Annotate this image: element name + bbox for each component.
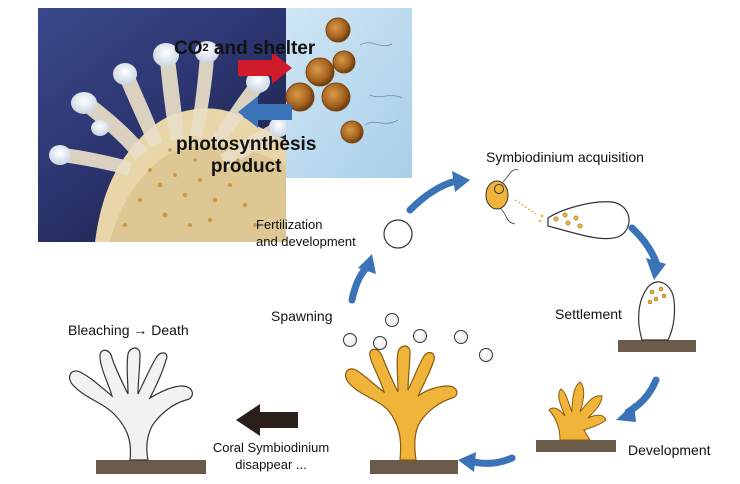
- red-arrow-icon: [238, 52, 292, 84]
- development-label: Development: [628, 442, 711, 458]
- fertilization-label: Fertilization and development: [256, 216, 356, 250]
- bleached-coral-icon: [68, 347, 206, 474]
- fertilization-line1: Fertilization: [256, 217, 323, 232]
- symbiodinium-cell-icon: [485, 169, 519, 225]
- disappear-line1: Coral Symbiodinium: [212, 440, 330, 455]
- fertilization-line2: and development: [256, 234, 356, 249]
- blue-arrow-icon: [238, 96, 292, 128]
- spawning-bubbles: [343, 313, 493, 362]
- algae-cells: [285, 17, 364, 144]
- photosynthesis-line2: product: [210, 156, 282, 177]
- arrow-development-to-adult: [466, 454, 516, 467]
- dark-arrow-icon: [236, 404, 298, 436]
- exchange-down-label: photosynthesis product: [176, 134, 316, 178]
- arrowhead-icon: [646, 258, 666, 280]
- polyp-photo: [38, 8, 289, 242]
- co2-subscript: 2: [202, 42, 209, 54]
- arrow-fertilization-to-acquisition: [406, 177, 460, 214]
- cycle-arrowheads: [358, 171, 666, 472]
- arrowhead-icon: [458, 452, 476, 472]
- symbiodinium-photo: [285, 8, 412, 178]
- arrowhead-icon: [358, 254, 376, 274]
- photosynthesis-line1: photosynthesis: [176, 134, 317, 155]
- spawning-label: Spawning: [271, 308, 333, 324]
- bleaching-label: Bleaching → Death: [68, 322, 189, 338]
- acquisition-label: Symbiodinium acquisition: [486, 149, 644, 165]
- disappear-line2: disappear ...: [235, 457, 307, 472]
- arrow-spawning-to-fertilization: [348, 264, 370, 304]
- settled-polyp-icon: [618, 281, 696, 352]
- egg-icon: [383, 219, 413, 249]
- adult-coral-icon: [344, 345, 458, 474]
- arrow-acquisition-to-settlement: [628, 224, 660, 266]
- co2-text: CO: [174, 38, 203, 59]
- juvenile-polyp-icon: [536, 381, 616, 452]
- shelter-text: and shelter: [208, 38, 316, 59]
- arrowhead-icon: [452, 171, 470, 192]
- disappear-label: Coral Symbiodinium disappear ...: [196, 439, 346, 473]
- planula-larva-icon: [538, 201, 630, 240]
- arrowhead-icon: [616, 403, 636, 422]
- settlement-label: Settlement: [555, 306, 622, 322]
- exchange-up-label: CO2 and shelter: [174, 37, 315, 60]
